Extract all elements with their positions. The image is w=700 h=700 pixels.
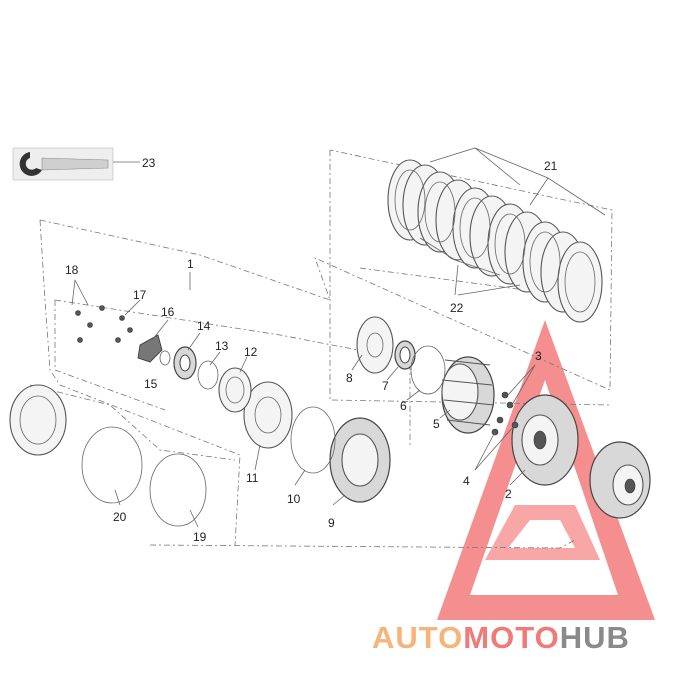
callout-2: 2 bbox=[505, 487, 512, 501]
part-16-lifter bbox=[137, 334, 163, 363]
part-19-gasket bbox=[149, 453, 207, 527]
callout-7: 7 bbox=[382, 379, 389, 393]
callout-4: 4 bbox=[463, 474, 470, 488]
part-14-bearing bbox=[173, 346, 197, 380]
part-12-spring bbox=[218, 367, 252, 413]
part-2-gear bbox=[511, 394, 579, 486]
callout-10: 10 bbox=[287, 492, 301, 506]
parts-17-18-screws bbox=[75, 305, 133, 343]
callout-5: 5 bbox=[433, 417, 440, 431]
callout-19: 19 bbox=[193, 530, 207, 544]
part-23-clutch-tool bbox=[12, 147, 140, 181]
part-13-ring bbox=[197, 360, 219, 390]
part-5-clutch-basket bbox=[441, 356, 495, 434]
callout-8: 8 bbox=[346, 371, 353, 385]
part-6-ring bbox=[410, 345, 446, 395]
callout-22: 22 bbox=[450, 301, 464, 315]
callout-16: 16 bbox=[161, 305, 175, 319]
callout-13: 13 bbox=[215, 339, 229, 353]
part-15-circlip bbox=[159, 350, 171, 366]
callout-21: 21 bbox=[544, 159, 558, 173]
watermark-hub: HUB bbox=[560, 620, 630, 655]
callout-9: 9 bbox=[328, 516, 335, 530]
assembly-frame-lines bbox=[29, 149, 613, 549]
callout-11: 11 bbox=[246, 471, 259, 485]
part-8-plate bbox=[356, 316, 394, 374]
watermark-logo-icon bbox=[437, 320, 655, 620]
callout-6: 6 bbox=[400, 399, 407, 413]
part-9-pressure-plate bbox=[329, 417, 391, 503]
callout-1: 1 bbox=[187, 257, 194, 271]
watermark-auto: AUTO bbox=[372, 620, 463, 655]
part-20-gasket bbox=[81, 426, 143, 504]
callout-14: 14 bbox=[197, 319, 211, 333]
callout-23: 23 bbox=[142, 156, 156, 170]
callout-3: 3 bbox=[535, 349, 542, 363]
callout-12: 12 bbox=[244, 345, 258, 359]
part-7-bearing bbox=[394, 340, 416, 370]
clutch-cover bbox=[9, 384, 67, 456]
watermark-moto: MOTO bbox=[463, 620, 559, 655]
callout-labels: 1 2 3 4 5 6 7 8 9 10 11 12 13 14 15 16 1… bbox=[65, 156, 558, 544]
part-10-o-ring bbox=[290, 406, 336, 474]
callout-18: 18 bbox=[65, 263, 79, 277]
callout-15: 15 bbox=[144, 377, 158, 391]
callout-20: 20 bbox=[113, 510, 127, 524]
watermark-text: AUTOMOTOHUB bbox=[372, 620, 630, 655]
callout-17: 17 bbox=[133, 288, 147, 302]
primary-gear-hub bbox=[589, 441, 651, 519]
leader-lines bbox=[71, 272, 536, 528]
part-11-plate bbox=[243, 381, 293, 449]
part-21-22-clutch-plates bbox=[387, 147, 606, 323]
